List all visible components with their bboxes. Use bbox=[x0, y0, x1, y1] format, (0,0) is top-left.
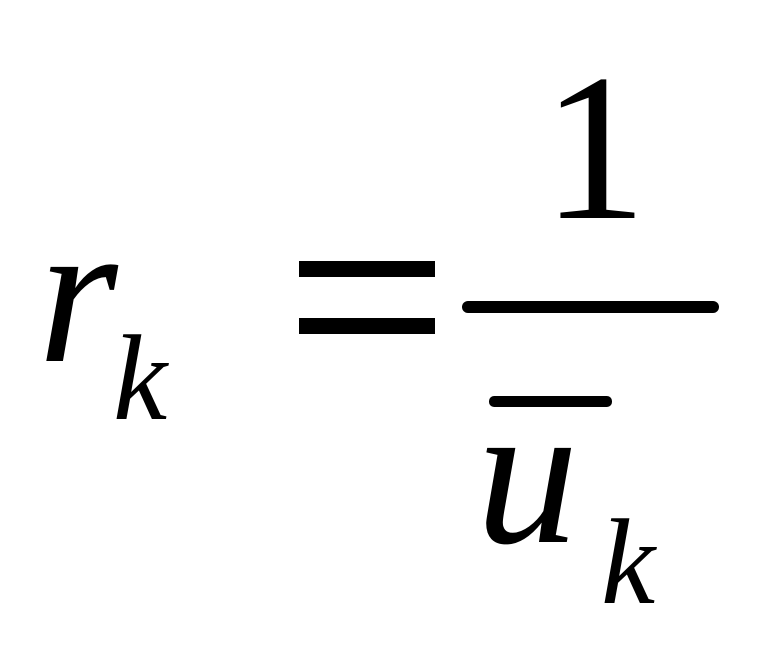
equals-sign-bottom-bar bbox=[299, 318, 435, 334]
denominator-symbol: u bbox=[476, 360, 579, 587]
denominator-subscript: k bbox=[601, 495, 656, 630]
lhs-subscript: k bbox=[113, 311, 168, 446]
lhs-symbol: r bbox=[38, 179, 118, 406]
denominator-overbar bbox=[489, 396, 612, 407]
equals-sign-top-bar bbox=[299, 261, 435, 277]
numerator: 1 bbox=[542, 32, 647, 264]
fraction-bar bbox=[462, 301, 719, 313]
